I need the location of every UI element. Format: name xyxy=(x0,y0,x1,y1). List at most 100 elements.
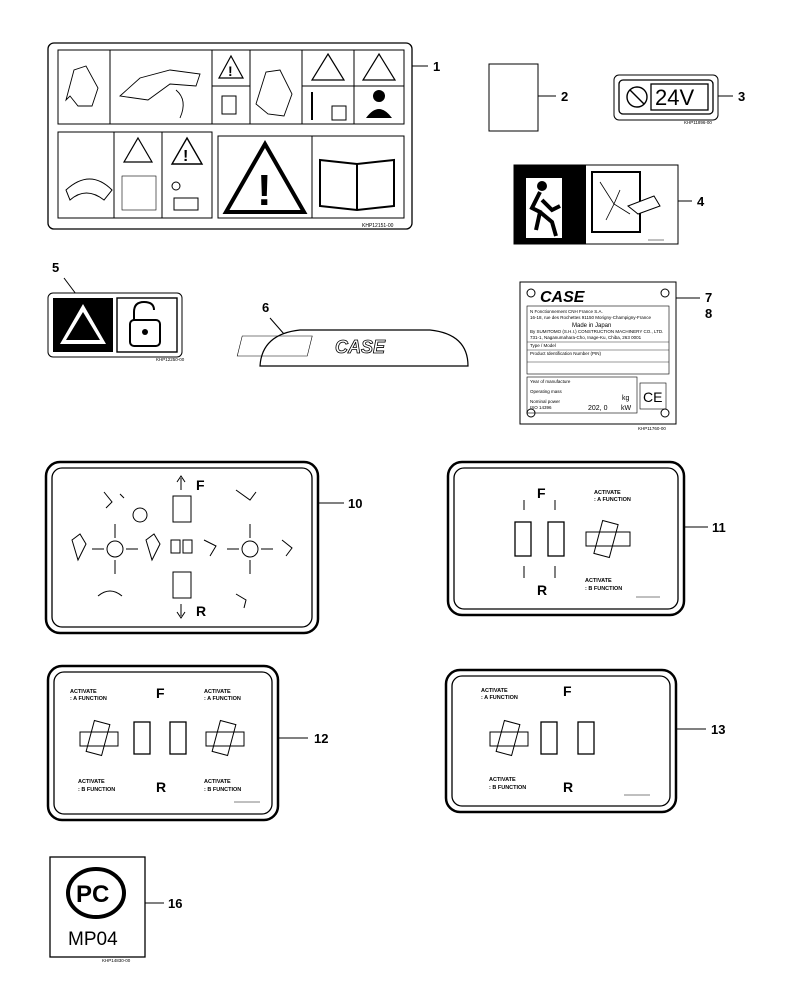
callout-8: 8 xyxy=(705,306,712,321)
voltage-text: 24V xyxy=(655,85,694,110)
callout-16: 16 xyxy=(168,896,182,911)
warning-triangle-icon xyxy=(217,54,245,79)
excavator-boom-icon xyxy=(118,69,201,101)
svg-text:kg: kg xyxy=(622,395,630,402)
svg-text:R: R xyxy=(537,582,547,598)
svg-text:Made in Japan: Made in Japan xyxy=(572,323,611,329)
decal-16-code: KHP14830-00 xyxy=(102,958,131,963)
svg-text:Type / Model: Type / Model xyxy=(530,343,556,348)
excavator-arm-icon-2 xyxy=(255,69,293,117)
svg-text:!: ! xyxy=(257,166,272,215)
svg-text:: A FUNCTION: : A FUNCTION xyxy=(481,695,518,701)
auxiliary-switch-icon xyxy=(585,531,631,547)
svg-text:16-18, rue des Rochettes 91150: 16-18, rue des Rochettes 91150 Morigny-C… xyxy=(530,315,651,320)
right-pedal-icon xyxy=(547,521,565,557)
svg-text:F: F xyxy=(156,685,165,701)
decal-5-lock-warning: KHP12250-00 xyxy=(47,292,185,362)
left-pedal-icon xyxy=(514,521,532,557)
plate-case-logo: CASE xyxy=(540,289,586,306)
callout-3: 3 xyxy=(738,89,745,104)
svg-text:Product Identification Number: Product Identification Number (PIN) xyxy=(530,351,602,356)
callout-1: 1 xyxy=(433,59,440,74)
svg-text:ACTIVATE: ACTIVATE xyxy=(78,779,105,785)
crush-hazard-icon xyxy=(310,52,346,81)
svg-text:Operating mass: Operating mass xyxy=(530,389,563,394)
no-spark-icon xyxy=(626,86,648,108)
svg-text:ISO 14396: ISO 14396 xyxy=(530,405,552,410)
callout-4: 4 xyxy=(697,194,705,209)
svg-text:: B FUNCTION: : B FUNCTION xyxy=(585,586,622,592)
callout-12: 12 xyxy=(314,731,328,746)
callout-11: 11 xyxy=(712,520,726,535)
decal-10-control-pattern: F R xyxy=(44,460,320,635)
excavator-arm-icon xyxy=(65,65,99,107)
decal-3-code: KHP11896-00 xyxy=(684,120,712,125)
svg-text:PC: PC xyxy=(76,881,109,908)
svg-text:: B FUNCTION: : B FUNCTION xyxy=(204,787,241,793)
svg-text:: B FUNCTION: : B FUNCTION xyxy=(78,787,115,793)
callout-7: 7 xyxy=(705,290,712,305)
svg-text:731-1, Naganumahara-Cho, Inage: 731-1, Naganumahara-Cho, Inage-Ku, Chiba… xyxy=(530,335,642,340)
callout-2: 2 xyxy=(561,89,568,104)
svg-text:ACTIVATE: ACTIVATE xyxy=(585,578,612,584)
svg-text:ACTIVATE: ACTIVATE xyxy=(481,688,508,694)
svg-text:!: ! xyxy=(228,63,233,79)
svg-text:ACTIVATE: ACTIVATE xyxy=(204,689,231,695)
warning-triangle-icon-2 xyxy=(170,136,204,165)
svg-text:202, 0: 202, 0 xyxy=(588,405,608,412)
running-person-icon xyxy=(537,181,547,191)
callout-6: 6 xyxy=(262,300,269,315)
callout-13: 13 xyxy=(711,722,725,737)
callout-10: 10 xyxy=(348,496,362,511)
svg-text:F: F xyxy=(537,485,546,501)
svg-text:Year of manufacture: Year of manufacture xyxy=(530,379,571,384)
decal-16-gost-cert: PC MP04 KHP14830-00 xyxy=(49,856,146,963)
svg-text:R: R xyxy=(563,779,573,795)
decal-1-code: KHP12151-00 xyxy=(362,223,394,229)
decal-11-control-pattern: F R ACTIVATE : A FUNCTION ACTIVATE : B F… xyxy=(446,460,686,617)
svg-text:N Fonctionnement CNH France S.: N Fonctionnement CNH France S.A. xyxy=(530,309,603,314)
large-warning-triangle-icon xyxy=(222,139,308,214)
case-logo-text: CASE xyxy=(335,337,386,357)
left-joystick-icon xyxy=(106,540,124,558)
right-joystick-icon xyxy=(241,540,259,558)
svg-text:!: ! xyxy=(183,148,188,165)
svg-text:F: F xyxy=(563,683,572,699)
decal-4-emergency-exit xyxy=(513,164,679,245)
manual-small-icon xyxy=(173,197,199,211)
cert-number: MP04 xyxy=(68,929,118,950)
svg-text:: A FUNCTION: : A FUNCTION xyxy=(594,497,631,503)
bucket-icon xyxy=(65,178,113,201)
pc-cert-logo xyxy=(66,867,126,919)
decal-7-serial-plate: CASE N Fonctionnement CNH France S.A. 16… xyxy=(519,281,677,431)
unlock-icon xyxy=(129,319,161,347)
decal-1-safety-sheet: ! ! ! KHP12151-00 xyxy=(47,42,413,230)
lever-icon xyxy=(221,95,237,115)
callout-5: 5 xyxy=(52,260,59,275)
svg-text:ACTIVATE: ACTIVATE xyxy=(70,689,97,695)
decal-6-case-emblem: CASE xyxy=(236,329,469,367)
reverse-label: R xyxy=(196,603,206,619)
operator-icon xyxy=(373,90,385,102)
svg-text:By SUMITOMO (S.H.I.) CONSTRUC: By SUMITOMO (S.H.I.) CONSTRUCTION MACHIN… xyxy=(530,329,663,334)
decal-12-control-pattern: ACTIVATE : A FUNCTION ACTIVATE : A FUNCT… xyxy=(46,664,280,822)
svg-text:ACTIVATE: ACTIVATE xyxy=(204,779,231,785)
svg-text:ACTIVATE: ACTIVATE xyxy=(594,490,621,496)
svg-text:kW: kW xyxy=(621,405,632,412)
svg-text:: B FUNCTION: : B FUNCTION xyxy=(489,785,526,791)
hazard-triangle-icon xyxy=(122,136,154,163)
decal-3-voltage-label: 24V KHP11896-00 xyxy=(613,74,719,125)
forward-label: F xyxy=(196,477,205,493)
svg-text:ACTIVATE: ACTIVATE xyxy=(489,777,516,783)
svg-text:: A FUNCTION: : A FUNCTION xyxy=(70,696,107,702)
decal-5-code: KHP12250-00 xyxy=(156,357,185,362)
svg-text:R: R xyxy=(156,779,166,795)
hammer-icon xyxy=(627,195,661,215)
fall-hazard-icon xyxy=(361,52,397,81)
svg-text:: A FUNCTION: : A FUNCTION xyxy=(204,696,241,702)
plate-code: KHP11760-00 xyxy=(638,426,666,431)
svg-text:Nominal power: Nominal power xyxy=(530,399,561,404)
ce-mark: CE xyxy=(643,389,662,405)
decal-2-blank xyxy=(488,63,539,132)
